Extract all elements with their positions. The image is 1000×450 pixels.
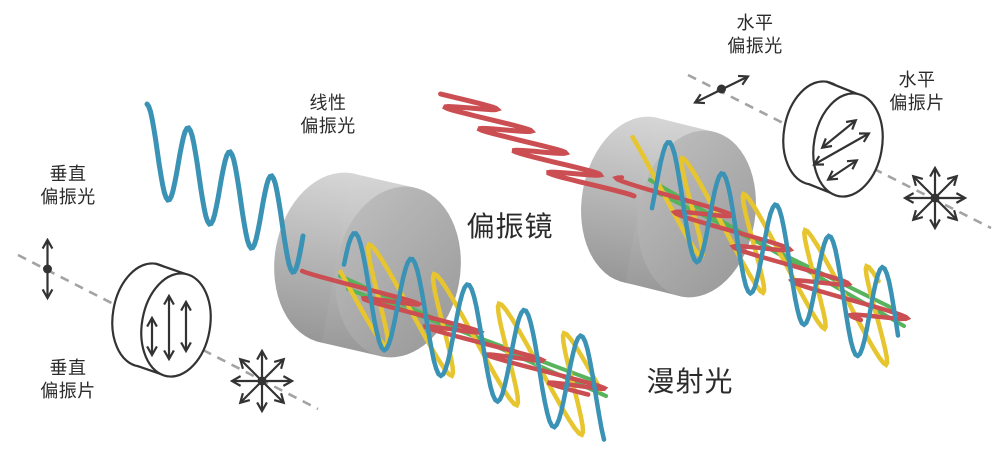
wave-blue — [341, 231, 607, 442]
polarizer-disk-left — [274, 172, 461, 358]
label-vertical-polarizer-filter: 垂直 偏振片 — [40, 358, 96, 401]
label-diffuse-light: 漫射光 — [646, 366, 734, 397]
vertical-polarizer-disk — [111, 262, 212, 378]
vertical-polarization-arrow — [43, 241, 52, 297]
wave-blue — [144, 101, 306, 275]
wave-blue — [649, 140, 901, 359]
wave-red — [299, 268, 609, 397]
label-horizontal-polarized-light: 水平 偏振光 — [727, 13, 783, 56]
wave-red — [438, 91, 637, 199]
diffuse-light-waves-left — [299, 231, 609, 442]
label-vertical-polarized-light: 垂直 偏振光 — [40, 164, 96, 207]
horizontal-polarizer-disk — [782, 80, 884, 198]
beam-dot-right — [717, 84, 726, 94]
label-horizontal-polarizer-filter: 水平 偏振片 — [889, 70, 945, 113]
unpolarized-star-left — [233, 352, 291, 410]
unpolarized-star-right — [906, 169, 964, 227]
polarized-waves — [144, 91, 637, 275]
diffuse-light-waves-right — [612, 134, 912, 369]
horizontal-polarization-arrow — [696, 77, 747, 102]
label-polarizer: 偏振镜 — [466, 211, 554, 242]
beam-dot-left — [43, 264, 52, 274]
wave-red — [612, 175, 912, 323]
label-linear-polarized-light: 线性 偏振光 — [300, 93, 356, 136]
